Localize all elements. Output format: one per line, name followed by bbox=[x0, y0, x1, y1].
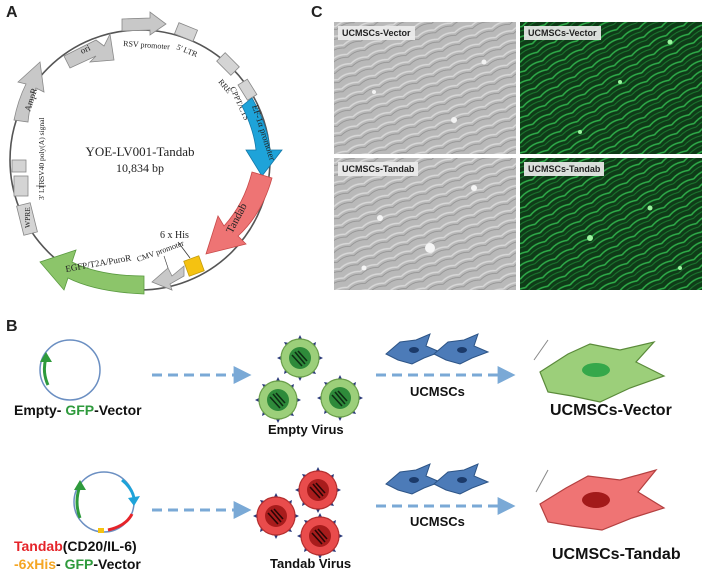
micrograph-label: UCMSCs-Tandab bbox=[338, 162, 419, 176]
ampr-feature: AmpR bbox=[13, 61, 45, 123]
tandab-feature: Tandab bbox=[205, 171, 273, 255]
workflow-diagram bbox=[39, 333, 666, 559]
empty-vector-prefix: Empty- bbox=[14, 402, 66, 418]
sv40-feature: SV40 poly(A) signal bbox=[11, 118, 46, 181]
tandab-vector-gfp: GFP bbox=[64, 556, 94, 572]
micrograph-label: UCMSCs-Vector bbox=[338, 26, 415, 40]
ucmscs-tandab-label: UCMSCs-Tandab bbox=[552, 546, 681, 563]
ltr5-feature: 5' LTR bbox=[173, 22, 199, 60]
tandab-vector-plasmid-icon bbox=[73, 471, 140, 533]
micrograph-label: UCMSCs-Tandab bbox=[524, 162, 605, 176]
ltr3-feature: 3' LTR bbox=[13, 175, 46, 200]
rsv-label: RSV promoter bbox=[123, 39, 171, 51]
empty-vector-suffix: -Vector bbox=[94, 402, 142, 418]
panel-a-letter: A bbox=[6, 4, 18, 21]
micrograph-label: UCMSCs-Vector bbox=[524, 26, 601, 40]
ef1a-promoter-feature: EF-1α promoter bbox=[241, 97, 283, 177]
sv40-label: SV40 poly(A) signal bbox=[37, 118, 46, 181]
tandab-target: (CD20/IL-6) bbox=[62, 538, 137, 554]
wpre-feature: WPRE bbox=[16, 202, 38, 236]
ucmscs-label-2: UCMSCs bbox=[410, 514, 465, 529]
empty-virus-label: Empty Virus bbox=[268, 422, 344, 437]
micrograph-tandab-brightfield: UCMSCs-Tandab bbox=[334, 158, 516, 290]
ucmsc-cells-icon-2 bbox=[385, 463, 489, 495]
empty-vector-label: Empty- GFP-Vector bbox=[14, 402, 142, 418]
tandab-virus-icon bbox=[253, 467, 343, 559]
egfp-feature: EGFP/T2A/PuroR bbox=[39, 249, 145, 295]
tandab-word: Tandab bbox=[14, 538, 63, 554]
ucmsc-tandab-result-cell-icon bbox=[535, 468, 666, 531]
plasmid-size: 10,834 bp bbox=[116, 161, 164, 175]
his-dash: - bbox=[56, 556, 65, 572]
micrograph-vector-brightfield: UCMSCs-Vector bbox=[334, 22, 516, 154]
panel-c-letter: C bbox=[311, 4, 323, 21]
ucmsc-cells-icon-1 bbox=[385, 333, 489, 365]
ori-label: ori bbox=[79, 42, 93, 55]
ltr5-label: 5' LTR bbox=[175, 43, 199, 60]
empty-vector-gfp: GFP bbox=[65, 402, 95, 418]
panel-b-letter: B bbox=[6, 318, 18, 335]
his-label: 6 x His bbox=[160, 230, 189, 241]
his-word: -6xHis bbox=[14, 556, 57, 572]
tandab-virus-label: Tandab Virus bbox=[270, 556, 352, 571]
ltr3-label: 3' LTR bbox=[37, 180, 46, 200]
empty-virus-icon bbox=[255, 335, 363, 423]
micrograph-vector-gfp: UCMSCs-Vector bbox=[520, 22, 702, 154]
empty-vector-plasmid-icon bbox=[39, 339, 101, 401]
ori-feature: ori bbox=[63, 32, 115, 69]
plasmid-map: ori RSV promoter 5' LTR RRE CPPT/CTS EF-… bbox=[9, 11, 283, 295]
rsv-promoter-feature: RSV promoter bbox=[121, 11, 171, 51]
tandab-vector-label-line2: -6xHis- GFP-Vector bbox=[14, 556, 141, 572]
tandab-vector-label-line1: Tandab(CD20/IL-6) bbox=[14, 538, 137, 554]
cmv-label: CMV promoter bbox=[136, 238, 186, 263]
micrograph-tandab-gfp: UCMSCs-Tandab bbox=[520, 158, 702, 290]
his-tag-feature: 6 x His bbox=[160, 230, 205, 277]
egfp-label: EGFP/T2A/PuroR bbox=[65, 253, 132, 274]
ucmscs-label-1: UCMSCs bbox=[410, 384, 465, 399]
tandab-vector-suffix: -Vector bbox=[93, 556, 141, 572]
ucmsc-vector-result-cell-icon bbox=[533, 339, 666, 403]
wpre-label: WPRE bbox=[23, 207, 32, 228]
plasmid-name: YOE-LV001-Tandab bbox=[85, 144, 194, 159]
ucmscs-vector-label: UCMSCs-Vector bbox=[550, 402, 672, 419]
